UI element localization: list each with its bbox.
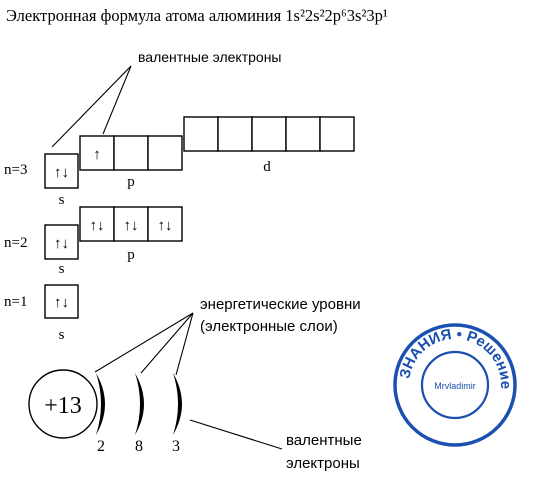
title-formula: 1s²2s²2p⁶3s²3p¹ — [285, 6, 388, 25]
stamp-outer-ring — [393, 323, 517, 447]
pointer-line-to-3s — [51, 65, 132, 148]
orbital-cell-2s — [44, 224, 79, 260]
orbital-cell-2p-3 — [147, 206, 183, 242]
sublevel-letter-2s: s — [59, 261, 65, 277]
pointer-line-to-valence-shell — [189, 419, 283, 450]
electron-arrows-3p-1: ↑ — [93, 147, 101, 163]
electron-arrows-2p-1: ↑↓ — [90, 218, 105, 234]
title-text: Электронная формула атома алюминия — [6, 6, 285, 25]
znaniya-stamp-logo: ЗНАНИЯ • Решение Mrvladimir — [393, 323, 517, 447]
orbital-cell-3d-5 — [319, 116, 355, 152]
level-n3: n=3 ↑↓ s ↑ p d — [4, 116, 355, 208]
orbital-cell-2p-2 — [113, 206, 149, 242]
orbital-cell-3d-4 — [285, 116, 321, 152]
electron-shell-arc-2 — [135, 373, 144, 435]
atom-model: +13 2 8 3 — [28, 369, 182, 455]
valence-electrons-label-bottom-line1: валентные — [286, 432, 362, 449]
diagram-title: Электронная формула атома алюминия 1s²2s… — [6, 6, 388, 25]
pointer-line-to-3p — [102, 65, 132, 135]
orbital-2s: ↑↓ s — [44, 224, 79, 277]
orbital-3d: d — [183, 116, 355, 175]
sublevel-letter-3s: s — [59, 192, 65, 208]
pointer-line-to-shell-1 — [94, 312, 194, 373]
nucleus-circle — [28, 369, 98, 439]
stamp-center-text: Mrvladimir — [434, 381, 476, 391]
orbital-cell-3p-2 — [113, 135, 149, 171]
orbital-cell-3p-1 — [79, 135, 115, 171]
shell-count-1: 2 — [97, 438, 105, 455]
orbital-cell-1s — [44, 284, 79, 319]
sublevel-letter-2p: p — [127, 247, 135, 263]
shell-count-2: 8 — [135, 438, 143, 455]
valence-electrons-label-bottom-line2: электроны — [286, 455, 360, 472]
orbital-cell-3d-2 — [217, 116, 253, 152]
nucleus-charge: +13 — [44, 393, 82, 419]
orbital-1s: ↑↓ s — [44, 284, 79, 343]
electron-arrows-3s: ↑↓ — [54, 165, 69, 181]
level-label-n3: n=3 — [4, 162, 27, 178]
orbital-2p: ↑↓ ↑↓ ↑↓ p — [79, 206, 183, 263]
pointer-line-to-shell-3 — [175, 312, 194, 376]
stamp-ring-text: ЗНАНИЯ • Решение — [396, 326, 514, 389]
orbital-3p: ↑ p — [79, 135, 183, 190]
energy-levels-label-line2: (электронные слои) — [200, 318, 338, 335]
orbital-cell-3d-1 — [183, 116, 219, 152]
electron-shell-arc-1 — [96, 373, 105, 435]
sublevel-letter-3p: p — [127, 174, 135, 190]
energy-levels-label-line1: энергетические уровни — [200, 296, 361, 313]
orbital-cell-3d-3 — [251, 116, 287, 152]
orbital-cell-3p-3 — [147, 135, 183, 171]
valence-electrons-label-top: валентные электроны — [138, 49, 282, 65]
electron-arrows-2s: ↑↓ — [54, 236, 69, 252]
level-label-n1: n=1 — [4, 294, 27, 310]
stamp-inner-ring — [420, 350, 490, 420]
electron-shell-arc-3 — [173, 373, 182, 435]
electron-arrows-2p-3: ↑↓ — [158, 218, 173, 234]
electron-arrows-1s: ↑↓ — [54, 295, 69, 311]
orbital-cell-3s — [44, 153, 79, 189]
level-n2: n=2 ↑↓ s ↑↓ ↑↓ ↑↓ p — [4, 206, 183, 277]
pointer-line-to-shell-2 — [140, 312, 194, 374]
sublevel-letter-3d: d — [263, 159, 271, 175]
sublevel-letter-1s: s — [59, 327, 65, 343]
shell-count-3: 3 — [172, 438, 180, 455]
level-label-n2: n=2 — [4, 235, 27, 251]
energy-levels-label: энергетические уровни (электронные слои) — [200, 296, 361, 335]
level-n1: n=1 ↑↓ s — [4, 284, 79, 343]
electron-arrows-2p-2: ↑↓ — [124, 218, 139, 234]
orbital-3s: ↑↓ s — [44, 153, 79, 208]
